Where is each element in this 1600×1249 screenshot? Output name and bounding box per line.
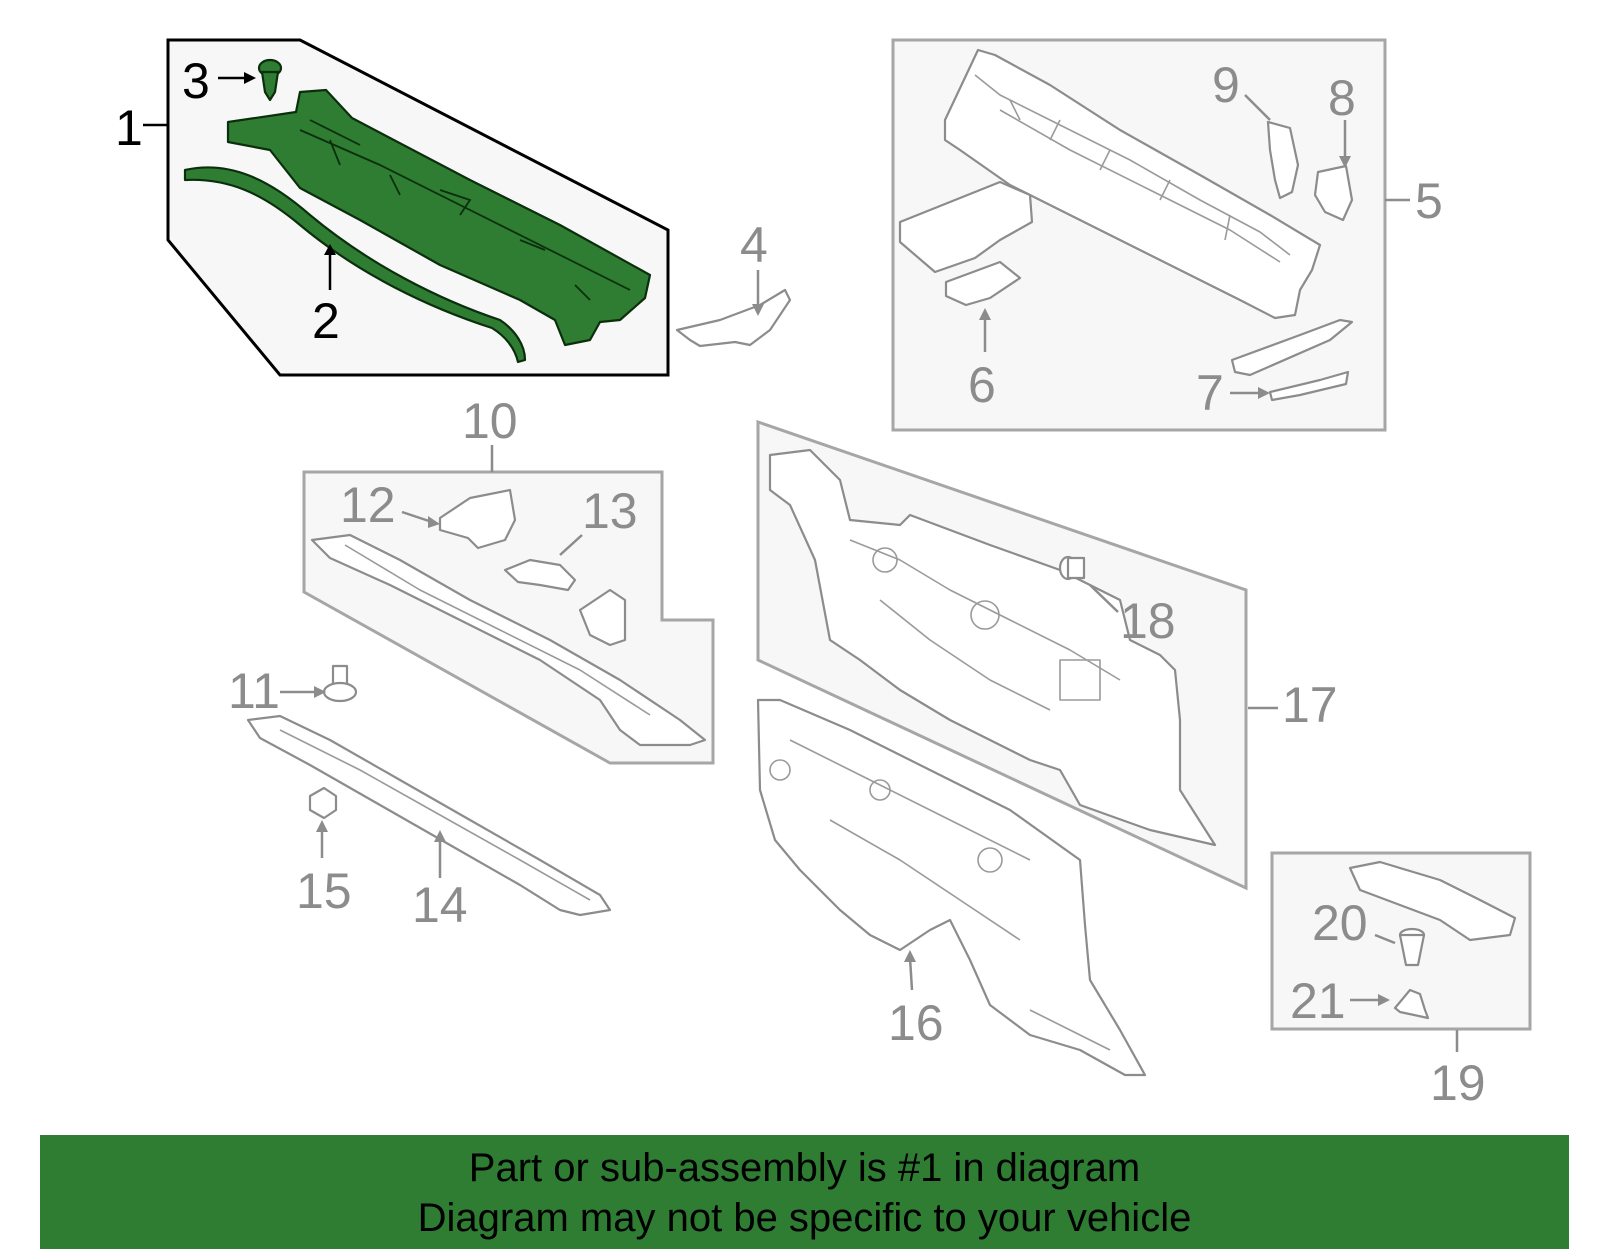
callout-1[interactable]: 1 [115, 100, 143, 156]
callout-2[interactable]: 2 [312, 293, 340, 349]
banner-line-1: Part or sub-assembly is #1 in diagram [468, 1146, 1141, 1190]
callout-4[interactable]: 4 [740, 217, 768, 273]
callout-16[interactable]: 16 [888, 995, 944, 1051]
cowl-panel-part-1[interactable] [226, 88, 652, 347]
cowl-inner-panel-part-10[interactable] [310, 533, 707, 747]
bracket-part-19[interactable] [1348, 860, 1517, 942]
bracket-part-9[interactable] [1266, 120, 1300, 200]
bracket-part-13[interactable] [503, 558, 627, 647]
info-banner: Part or sub-assembly is #1 in diagram Di… [40, 1135, 1569, 1249]
callout-3[interactable]: 3 [182, 53, 210, 109]
brace-part-7[interactable] [1230, 318, 1354, 402]
callout-13[interactable]: 13 [582, 483, 638, 539]
bracket-part-4[interactable] [675, 288, 792, 348]
callout-6[interactable]: 6 [968, 357, 996, 413]
callout-20[interactable]: 20 [1312, 895, 1368, 951]
callout-8[interactable]: 8 [1328, 70, 1356, 126]
clip-part-3[interactable] [257, 58, 283, 102]
brace-part-14[interactable] [246, 714, 612, 917]
callout-15[interactable]: 15 [296, 863, 352, 919]
nut-part-15[interactable] [308, 786, 338, 820]
cowl-top-panel-part-5[interactable] [943, 48, 1322, 320]
callout-12[interactable]: 12 [340, 477, 396, 533]
clip-part-21[interactable] [1393, 988, 1430, 1020]
callout-19[interactable]: 19 [1430, 1055, 1486, 1111]
callout-18[interactable]: 18 [1120, 593, 1176, 649]
callout-21[interactable]: 21 [1290, 973, 1346, 1029]
callout-5[interactable]: 5 [1415, 173, 1443, 229]
fastener-part-20[interactable] [1398, 927, 1426, 967]
bracket-part-12[interactable] [438, 488, 517, 550]
leader-lines [143, 72, 1459, 1052]
reinforcement-part-6[interactable] [898, 180, 1034, 307]
callout-9[interactable]: 9 [1212, 57, 1240, 113]
callout-17[interactable]: 17 [1282, 677, 1338, 733]
dash-panel-part-17[interactable] [768, 448, 1217, 847]
callout-14[interactable]: 14 [412, 877, 468, 933]
banner-line-2: Diagram may not be specific to your vehi… [417, 1196, 1192, 1240]
dash-insulator-part-16[interactable] [756, 698, 1147, 1077]
seal-strip-part-2[interactable] [183, 166, 527, 364]
callout-11[interactable]: 11 [228, 663, 280, 719]
bolt-part-11[interactable] [322, 664, 358, 703]
callout-10[interactable]: 10 [462, 393, 518, 449]
grommet-part-18[interactable] [1058, 555, 1086, 581]
callout-7[interactable]: 7 [1196, 365, 1224, 421]
